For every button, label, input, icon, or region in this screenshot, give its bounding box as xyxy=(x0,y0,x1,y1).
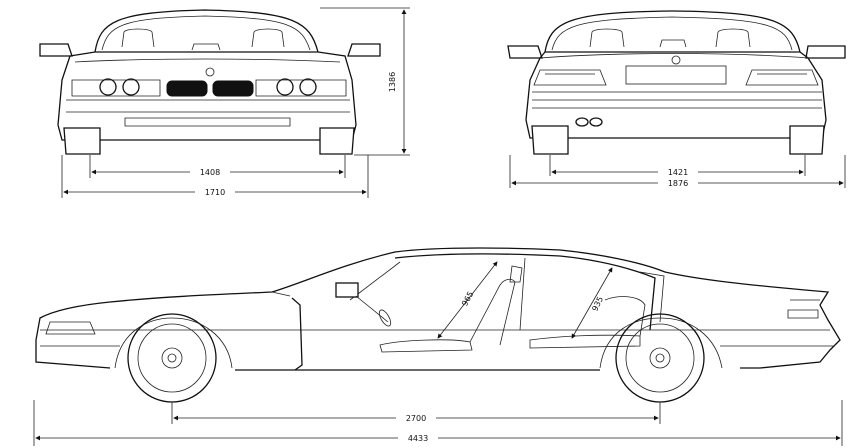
rear-width-dimensions: 1421 1876 xyxy=(509,155,846,188)
front-track-label: 1408 xyxy=(200,168,220,177)
overall-length-label: 4433 xyxy=(408,434,428,443)
rear-seat-height-label: 935 xyxy=(590,295,605,313)
front-height-label: 1386 xyxy=(388,72,397,92)
rear-overall-width-label: 1876 xyxy=(668,179,688,188)
front-width-dimensions: 1408 1710 xyxy=(61,155,369,198)
rear-track-label: 1421 xyxy=(668,168,688,177)
front-view xyxy=(39,9,381,155)
seat-height-dimensions: 965 935 xyxy=(437,261,613,339)
front-height-dimension: 1386 xyxy=(320,7,410,156)
rear-view xyxy=(507,10,846,155)
length-dimensions: 2700 4433 xyxy=(33,400,843,446)
front-overall-width-label: 1710 xyxy=(205,188,225,197)
side-view xyxy=(35,247,841,403)
wheelbase-label: 2700 xyxy=(406,414,426,423)
